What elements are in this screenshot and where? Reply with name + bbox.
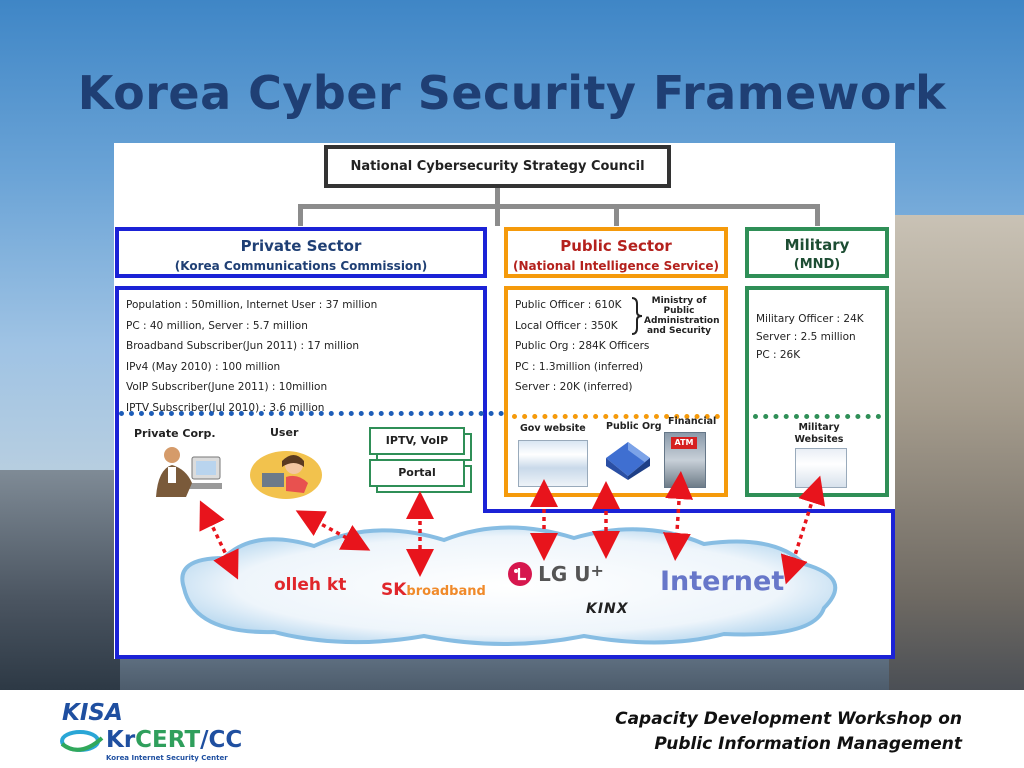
arrow-user: [295, 510, 371, 551]
sk-broadband-logo: SKbroadband: [381, 580, 486, 600]
public-stat: Server : 20K (inferred): [515, 381, 633, 393]
atm-sign: ATM: [671, 437, 697, 449]
connector-military: [815, 204, 820, 226]
slide-title: Korea Cyber Security Framework: [77, 66, 947, 120]
olleh-kt-text: olleh kt: [274, 575, 347, 595]
krcert-kr: Kr: [106, 727, 136, 753]
workshop-line-1: Capacity Development Workshop on: [615, 709, 962, 729]
portal-label: Portal: [398, 466, 436, 479]
connector-public-left: [495, 204, 500, 226]
public-stats-list: Public Officer : 610K Local Officer : 35…: [508, 290, 724, 398]
businessman-icon: [156, 447, 222, 497]
public-org-label: Public Org: [606, 421, 662, 432]
krcert-subtitle: Korea Internet Security Center: [106, 754, 228, 762]
military-stat: Military Officer : 24K: [756, 313, 864, 325]
private-network-right: [483, 409, 487, 513]
lg-uplus-text: LG U: [538, 562, 591, 586]
public-sector-header: Public Sector (National Intelligence Ser…: [504, 227, 728, 278]
connector-private: [298, 204, 303, 226]
private-stat: Broadband Subscriber(Jun 2011) : 17 mill…: [126, 340, 360, 352]
public-divider-dots: [512, 414, 720, 419]
private-sector-subtitle: (Korea Communications Commission): [174, 259, 428, 273]
krcert-cert: CERT: [135, 727, 201, 753]
olleh-kt-logo: olleh kt: [274, 575, 346, 595]
krcert-swoosh-icon: [60, 730, 104, 752]
krcert-logo: KrCERT/CC: [106, 727, 242, 753]
public-stat: Public Officer : 610K: [515, 299, 622, 311]
public-stat: PC : 1.3million (inferred): [515, 360, 644, 373]
private-divider-dots: [119, 411, 504, 416]
private-network-area: [115, 409, 487, 659]
user-label: User: [270, 426, 299, 439]
background-building: [0, 470, 120, 690]
connector-vertical-main: [495, 188, 500, 207]
military-stats-list: Military Officer : 24K Server : 2.5 mill…: [749, 290, 885, 364]
portal-box: Portal: [369, 459, 465, 487]
krcert-cc: /CC: [200, 727, 243, 753]
iptv-voip-box: IPTV, VoIP: [369, 427, 465, 455]
curly-brace-icon: [631, 297, 643, 335]
public-stat: Local Officer : 350K: [515, 319, 618, 332]
kisa-logo: KISA: [62, 700, 123, 726]
sk-word-text: broadband: [406, 584, 486, 599]
kinx-text: KINX: [586, 601, 629, 617]
private-sector-title: Private Sector: [240, 237, 362, 255]
military-header: Military (MND): [745, 227, 889, 278]
connector-public-right: [614, 204, 619, 226]
connector-horizontal: [298, 204, 820, 209]
military-details: Military Officer : 24K Server : 2.5 mill…: [745, 286, 889, 497]
user-icon: [250, 451, 322, 499]
arrow-military: [780, 475, 826, 585]
private-stat: VoIP Subscriber(June 2011) : 10million: [126, 381, 328, 393]
public-sector-subtitle: (National Intelligence Service): [513, 259, 719, 273]
military-subtitle: (MND): [793, 257, 841, 272]
lg-uplus-sup: +: [590, 561, 604, 580]
iptv-voip-label: IPTV, VoIP: [385, 434, 449, 447]
military-stat: PC : 26K: [756, 349, 801, 361]
private-stat: IPTV Subscriber(Jul 2010) : 3.6 million: [126, 401, 325, 414]
military-websites-label: Military Websites: [794, 422, 844, 445]
lg-logo-icon: [508, 562, 532, 586]
internet-label: Internet: [660, 566, 785, 597]
kinx-logo: KINX: [586, 601, 629, 617]
financial-label: Financial: [668, 416, 717, 427]
private-sector-details: Population : 50million, Internet User : …: [115, 286, 487, 414]
framework-diagram: National Cybersecurity Strategy Council …: [114, 143, 895, 659]
private-stat: Population : 50million, Internet User : …: [126, 299, 378, 311]
lg-uplus-logo: LG U+: [507, 561, 604, 587]
public-org-building-icon: [606, 442, 650, 480]
military-title: Military: [784, 236, 850, 254]
sk-brand-text: SK: [381, 580, 407, 600]
workshop-title: Capacity Development Workshop on Public …: [615, 707, 962, 757]
private-stat: PC : 40 million, Server : 5.7 million: [126, 319, 308, 332]
private-sector-header: Private Sector (Korea Communications Com…: [115, 227, 487, 278]
background-statue: [889, 215, 1024, 690]
arrow-private-corp: [199, 500, 239, 580]
workshop-line-2: Public Information Management: [654, 734, 962, 754]
arrow-financial: [662, 471, 694, 561]
connection-arrows: [199, 471, 826, 585]
council-box: National Cybersecurity Strategy Council: [324, 145, 671, 188]
gov-website-label: Gov website: [520, 423, 586, 434]
military-stat: Server : 2.5 million: [756, 331, 856, 343]
ministry-label: Ministry of Public Administration and Se…: [644, 296, 720, 336]
private-stats-list: Population : 50million, Internet User : …: [119, 290, 483, 418]
private-stat: IPv4 (May 2010) : 100 million: [126, 360, 281, 373]
private-network-bottom: [115, 655, 895, 659]
public-stat: Public Org : 284K Officers: [515, 340, 650, 352]
private-corp-label: Private Corp.: [134, 427, 216, 440]
military-divider-dots: [753, 414, 881, 419]
public-sector-title: Public Sector: [560, 237, 672, 255]
